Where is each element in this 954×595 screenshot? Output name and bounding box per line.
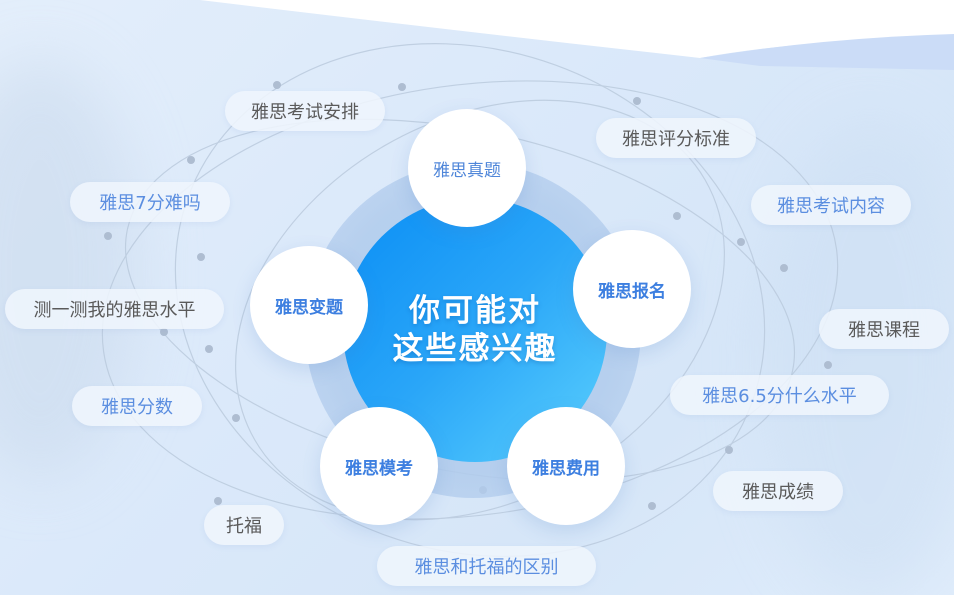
top-wave-decoration	[200, 0, 954, 70]
tag-ielts-exam-schedule[interactable]: 雅思考试安排	[225, 91, 385, 131]
tag-label: 雅思分数	[101, 397, 173, 418]
tag-ielts-score[interactable]: 雅思分数	[72, 386, 202, 426]
tag-label: 雅思评分标准	[622, 129, 730, 150]
bubble-ielts-variant-questions[interactable]: 雅思变题	[250, 246, 368, 364]
tag-label: 雅思6.5分什么水平	[702, 386, 857, 407]
bubble-ielts-fees[interactable]: 雅思费用	[507, 407, 625, 525]
tag-ielts-scoring-criteria[interactable]: 雅思评分标准	[596, 118, 756, 158]
bubble-label: 雅思模考	[345, 458, 413, 479]
tag-label: 雅思考试安排	[251, 102, 359, 123]
tag-label: 雅思考试内容	[777, 196, 885, 217]
tag-label: 雅思和托福的区别	[414, 557, 559, 578]
tag-ielts-exam-content[interactable]: 雅思考试内容	[751, 185, 911, 225]
bubble-ielts-real-exams[interactable]: 雅思真题	[408, 109, 526, 227]
tag-label: 测一测我的雅思水平	[33, 300, 196, 321]
tag-ielts-results[interactable]: 雅思成绩	[713, 471, 843, 511]
bubble-label: 雅思费用	[532, 458, 600, 479]
bubble-label: 雅思报名	[598, 281, 666, 302]
tag-label: 雅思课程	[848, 320, 920, 341]
tag-ielts-7-difficulty[interactable]: 雅思7分难吗	[70, 182, 230, 222]
bubble-ielts-mock-test[interactable]: 雅思模考	[320, 407, 438, 525]
bubble-label: 雅思真题	[433, 160, 501, 181]
hub-title-line2: 这些感兴趣	[392, 331, 558, 367]
tag-test-my-ielts-level[interactable]: 测一测我的雅思水平	[5, 289, 224, 329]
bubble-ielts-registration[interactable]: 雅思报名	[573, 230, 691, 348]
tag-ielts-vs-toefl[interactable]: 雅思和托福的区别	[377, 546, 596, 586]
hub-title-line1: 你可能对	[409, 293, 541, 329]
tag-label: 雅思7分难吗	[99, 193, 201, 214]
bubble-label: 雅思变题	[275, 297, 343, 318]
tag-label: 托福	[226, 516, 262, 537]
tag-ielts-6-5-level[interactable]: 雅思6.5分什么水平	[670, 375, 889, 415]
tag-ielts-courses[interactable]: 雅思课程	[819, 309, 949, 349]
tag-label: 雅思成绩	[742, 482, 814, 503]
tag-toefl[interactable]: 托福	[204, 505, 284, 545]
